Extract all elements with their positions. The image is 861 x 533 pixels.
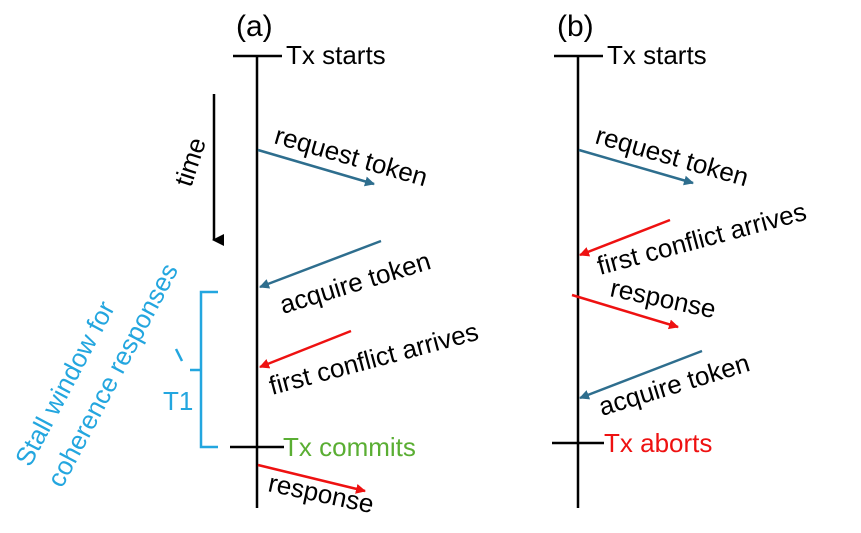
stall-window: T1 Stall window for coherence responses	[9, 258, 218, 492]
panel-b-acquire-label: acquire token	[595, 347, 753, 421]
panel-b-response-label: response	[608, 273, 719, 325]
panel-b-label: (b)	[557, 10, 594, 43]
stall-bracket	[199, 290, 218, 449]
panel-a-acquire-label: acquire token	[276, 245, 434, 319]
panel-a-response-label: response	[266, 468, 377, 520]
panel-a-start-label: Tx starts	[286, 40, 386, 70]
panel-b-response-arrow	[571, 293, 679, 330]
panel-b-conflict-label: first conflict arrives	[594, 196, 810, 281]
panel-a-request-label: request token	[271, 120, 431, 192]
panel-a-conflict-arrow	[259, 329, 352, 369]
t1-label: T1	[163, 386, 193, 416]
panel-a-end-label: Tx commits	[283, 432, 416, 462]
panel-a-conflict-label: first conflict arrives	[266, 316, 482, 401]
panel-a-response-arrow	[257, 463, 366, 494]
time-axis: time	[168, 94, 224, 246]
panel-b: (b) Tx starts request token first confli…	[552, 10, 809, 508]
panel-b-request-label: request token	[592, 120, 752, 192]
panel-b-start-label: Tx starts	[607, 40, 707, 70]
panel-b-acquire-arrow	[579, 349, 703, 400]
panel-a-acquire-arrow	[259, 239, 382, 289]
panel-b-conflict-arrow	[579, 218, 671, 257]
time-label: time	[168, 134, 212, 190]
stall-dash	[174, 348, 184, 362]
panel-a-label: (a)	[236, 10, 273, 43]
panel-b-end-label: Tx aborts	[604, 428, 712, 458]
panel-a-request-arrow	[257, 148, 375, 187]
panel-a: (a) Tx starts request token acquire toke…	[230, 10, 481, 519]
panel-b-request-arrow	[578, 148, 694, 186]
